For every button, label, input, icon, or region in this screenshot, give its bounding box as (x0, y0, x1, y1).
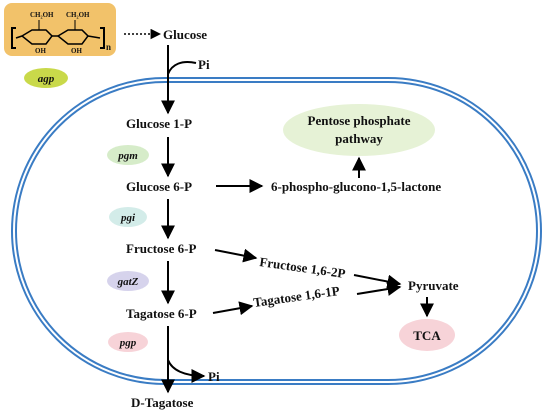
arrow-t6p-t16 (212, 301, 254, 316)
starch-box (4, 3, 116, 56)
enzyme-agp-badge (24, 68, 68, 88)
node-glucose: Glucose (163, 27, 207, 42)
node-glucose-6p: Glucose 6-P (126, 179, 192, 194)
node-pyruvate: Pyruvate (408, 278, 459, 293)
node-fructose-16: Fructose 1,6-2P (259, 254, 347, 281)
arrow-pi-in (167, 61, 197, 75)
starch-subscript-n: n (106, 42, 111, 52)
tca-label: TCA (413, 328, 441, 343)
node-d-tagatose: D-Tagatose (131, 395, 194, 410)
tca-ellipse (399, 319, 455, 351)
enzyme-agp: agp (38, 73, 55, 85)
arrow-f6p-f16 (214, 248, 258, 263)
arrow-f16-pyruvate (353, 274, 402, 289)
cell-membrane-outer (11, 77, 542, 385)
enzyme-pgm: pgm (117, 150, 138, 162)
enzyme-pgi-badge (109, 207, 147, 227)
enzyme-pgi: pgi (120, 212, 136, 224)
pentose-ellipse (283, 104, 435, 156)
node-pi-out: Pi (208, 369, 220, 384)
node-tagatose-16: Tagatose 1,6-1P (252, 283, 340, 310)
enzyme-pgp-badge (108, 332, 148, 352)
enzyme-pgp: pgp (119, 337, 137, 349)
starch-polymer: CH₂OH CH₂OH OH OH n (4, 3, 116, 56)
starch-bracket-left (11, 27, 16, 49)
pentose-label-line1: Pentose phosphate (308, 113, 411, 128)
enzyme-gatZ-badge (107, 271, 149, 291)
node-pi-in: Pi (198, 57, 210, 72)
node-glucose-1p: Glucose 1-P (126, 116, 192, 131)
starch-oh-2: OH (71, 47, 82, 55)
starch-oh-1: OH (35, 47, 46, 55)
node-fructose-6p: Fructose 6-P (126, 241, 196, 256)
arrow-pi-out (167, 359, 206, 383)
starch-bracket-right (100, 27, 105, 49)
enzyme-pgm-badge (107, 145, 149, 165)
arrow-t16-pyruvate (356, 282, 402, 296)
node-lactone: 6-phospho-glucono-1,5-lactone (271, 179, 441, 194)
starch-ch2oh-1: CH₂OH (30, 11, 54, 19)
pentose-label-line2: pathway (335, 131, 383, 146)
enzyme-gatZ: gatZ (117, 276, 139, 288)
node-tagatose-6p: Tagatose 6-P (126, 306, 197, 321)
cell-membrane-inner (13, 79, 540, 383)
starch-ch2oh-2: CH₂OH (66, 11, 90, 19)
